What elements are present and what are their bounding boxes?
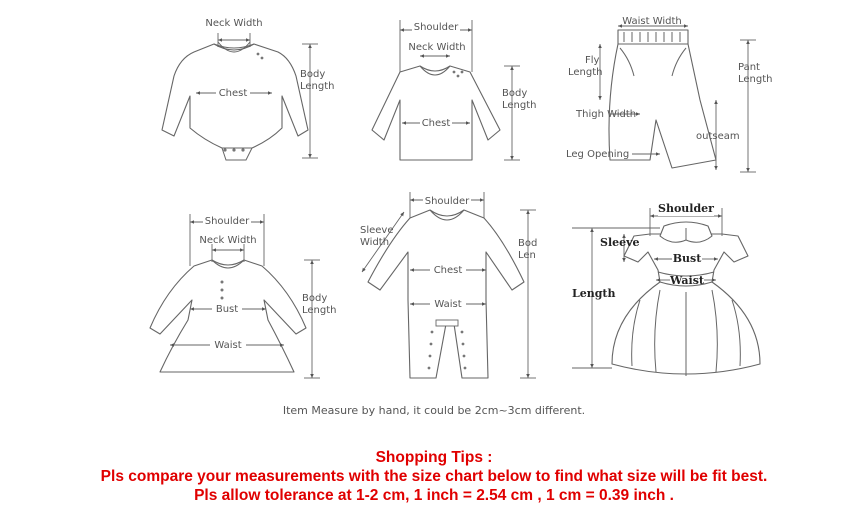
bodysuit-body-label: Body bbox=[300, 69, 325, 80]
tshirt-chest-label: Chest bbox=[422, 118, 451, 129]
dress-bust-label: Bust bbox=[673, 252, 702, 265]
shopping-tips-title: Shopping Tips : bbox=[375, 449, 493, 466]
tshirt-body-label: Body bbox=[502, 88, 527, 99]
pants-pant-label: Pant bbox=[738, 62, 760, 73]
shopping-tips-line-2: Pls allow tolerance at 1-2 cm, 1 inch = … bbox=[194, 487, 674, 504]
bodysuit-chest-label: Chest bbox=[219, 88, 248, 99]
shopping-tips-line-1: Pls compare your measurements with the s… bbox=[100, 468, 768, 485]
bodysuit-neck-width-label: Neck Width bbox=[205, 18, 262, 29]
tunic-body-label: Body bbox=[302, 293, 327, 304]
pants-pant-length-label: Length bbox=[738, 74, 773, 85]
pants-diagram: Waist Width Fly Length Pant Length Thigh… bbox=[566, 16, 773, 173]
dress-length-label: Length bbox=[572, 287, 616, 300]
pants-fly-label: Fly bbox=[585, 55, 600, 66]
romper-length-label: Len bbox=[518, 250, 536, 261]
romper-sleeve-label: Sleeve bbox=[360, 225, 394, 236]
romper-body-label: Bod bbox=[518, 238, 537, 249]
tunic-bust-label: Bust bbox=[216, 304, 238, 315]
pants-fly-length-label: Length bbox=[568, 67, 603, 78]
tshirt-diagram: Shoulder Neck Width Chest Body Length bbox=[371, 20, 537, 161]
dress-sleeve-label: Sleeve bbox=[600, 236, 640, 249]
tshirt-neck-width-label: Neck Width bbox=[408, 42, 465, 53]
dress-shoulder-label: Shoulder bbox=[658, 202, 714, 215]
tshirt-length-label: Length bbox=[502, 100, 537, 111]
bodysuit-diagram: Neck Width Chest Body Length bbox=[161, 18, 335, 161]
tunic-shoulder-label: Shoulder bbox=[205, 216, 250, 227]
tunic-waist-label: Waist bbox=[214, 340, 241, 351]
tunic-neck-width-label: Neck Width bbox=[199, 235, 256, 246]
romper-width-label: Width bbox=[360, 237, 389, 248]
pants-leg-opening-label: Leg Opening bbox=[566, 149, 629, 160]
pants-waist-width-label: Waist Width bbox=[622, 16, 682, 27]
romper-waist-label: Waist bbox=[434, 299, 461, 310]
tshirt-shoulder-label: Shoulder bbox=[414, 22, 459, 33]
dress-diagram: Shoulder Sleeve Bust Waist Length bbox=[572, 202, 761, 376]
romper-diagram: Shoulder Sleeve Width Chest Waist Bod Le… bbox=[360, 192, 537, 379]
tunic-length-label: Length bbox=[302, 305, 337, 316]
romper-shoulder-label: Shoulder bbox=[425, 196, 470, 207]
pants-outseam-label: outseam bbox=[696, 131, 740, 142]
garment-measurement-diagrams: Neck Width Chest Body Length Shoulder Ne… bbox=[149, 16, 773, 379]
tunic-diagram: Shoulder Neck Width Bust Waist Body Leng… bbox=[149, 214, 337, 379]
bodysuit-length-label: Length bbox=[300, 81, 335, 92]
pants-thigh-width-label: Thigh Width bbox=[575, 109, 636, 120]
romper-chest-label: Chest bbox=[434, 265, 463, 276]
dress-waist-label: Waist bbox=[669, 274, 705, 287]
measure-note: Item Measure by hand, it could be 2cm~3c… bbox=[282, 404, 586, 417]
